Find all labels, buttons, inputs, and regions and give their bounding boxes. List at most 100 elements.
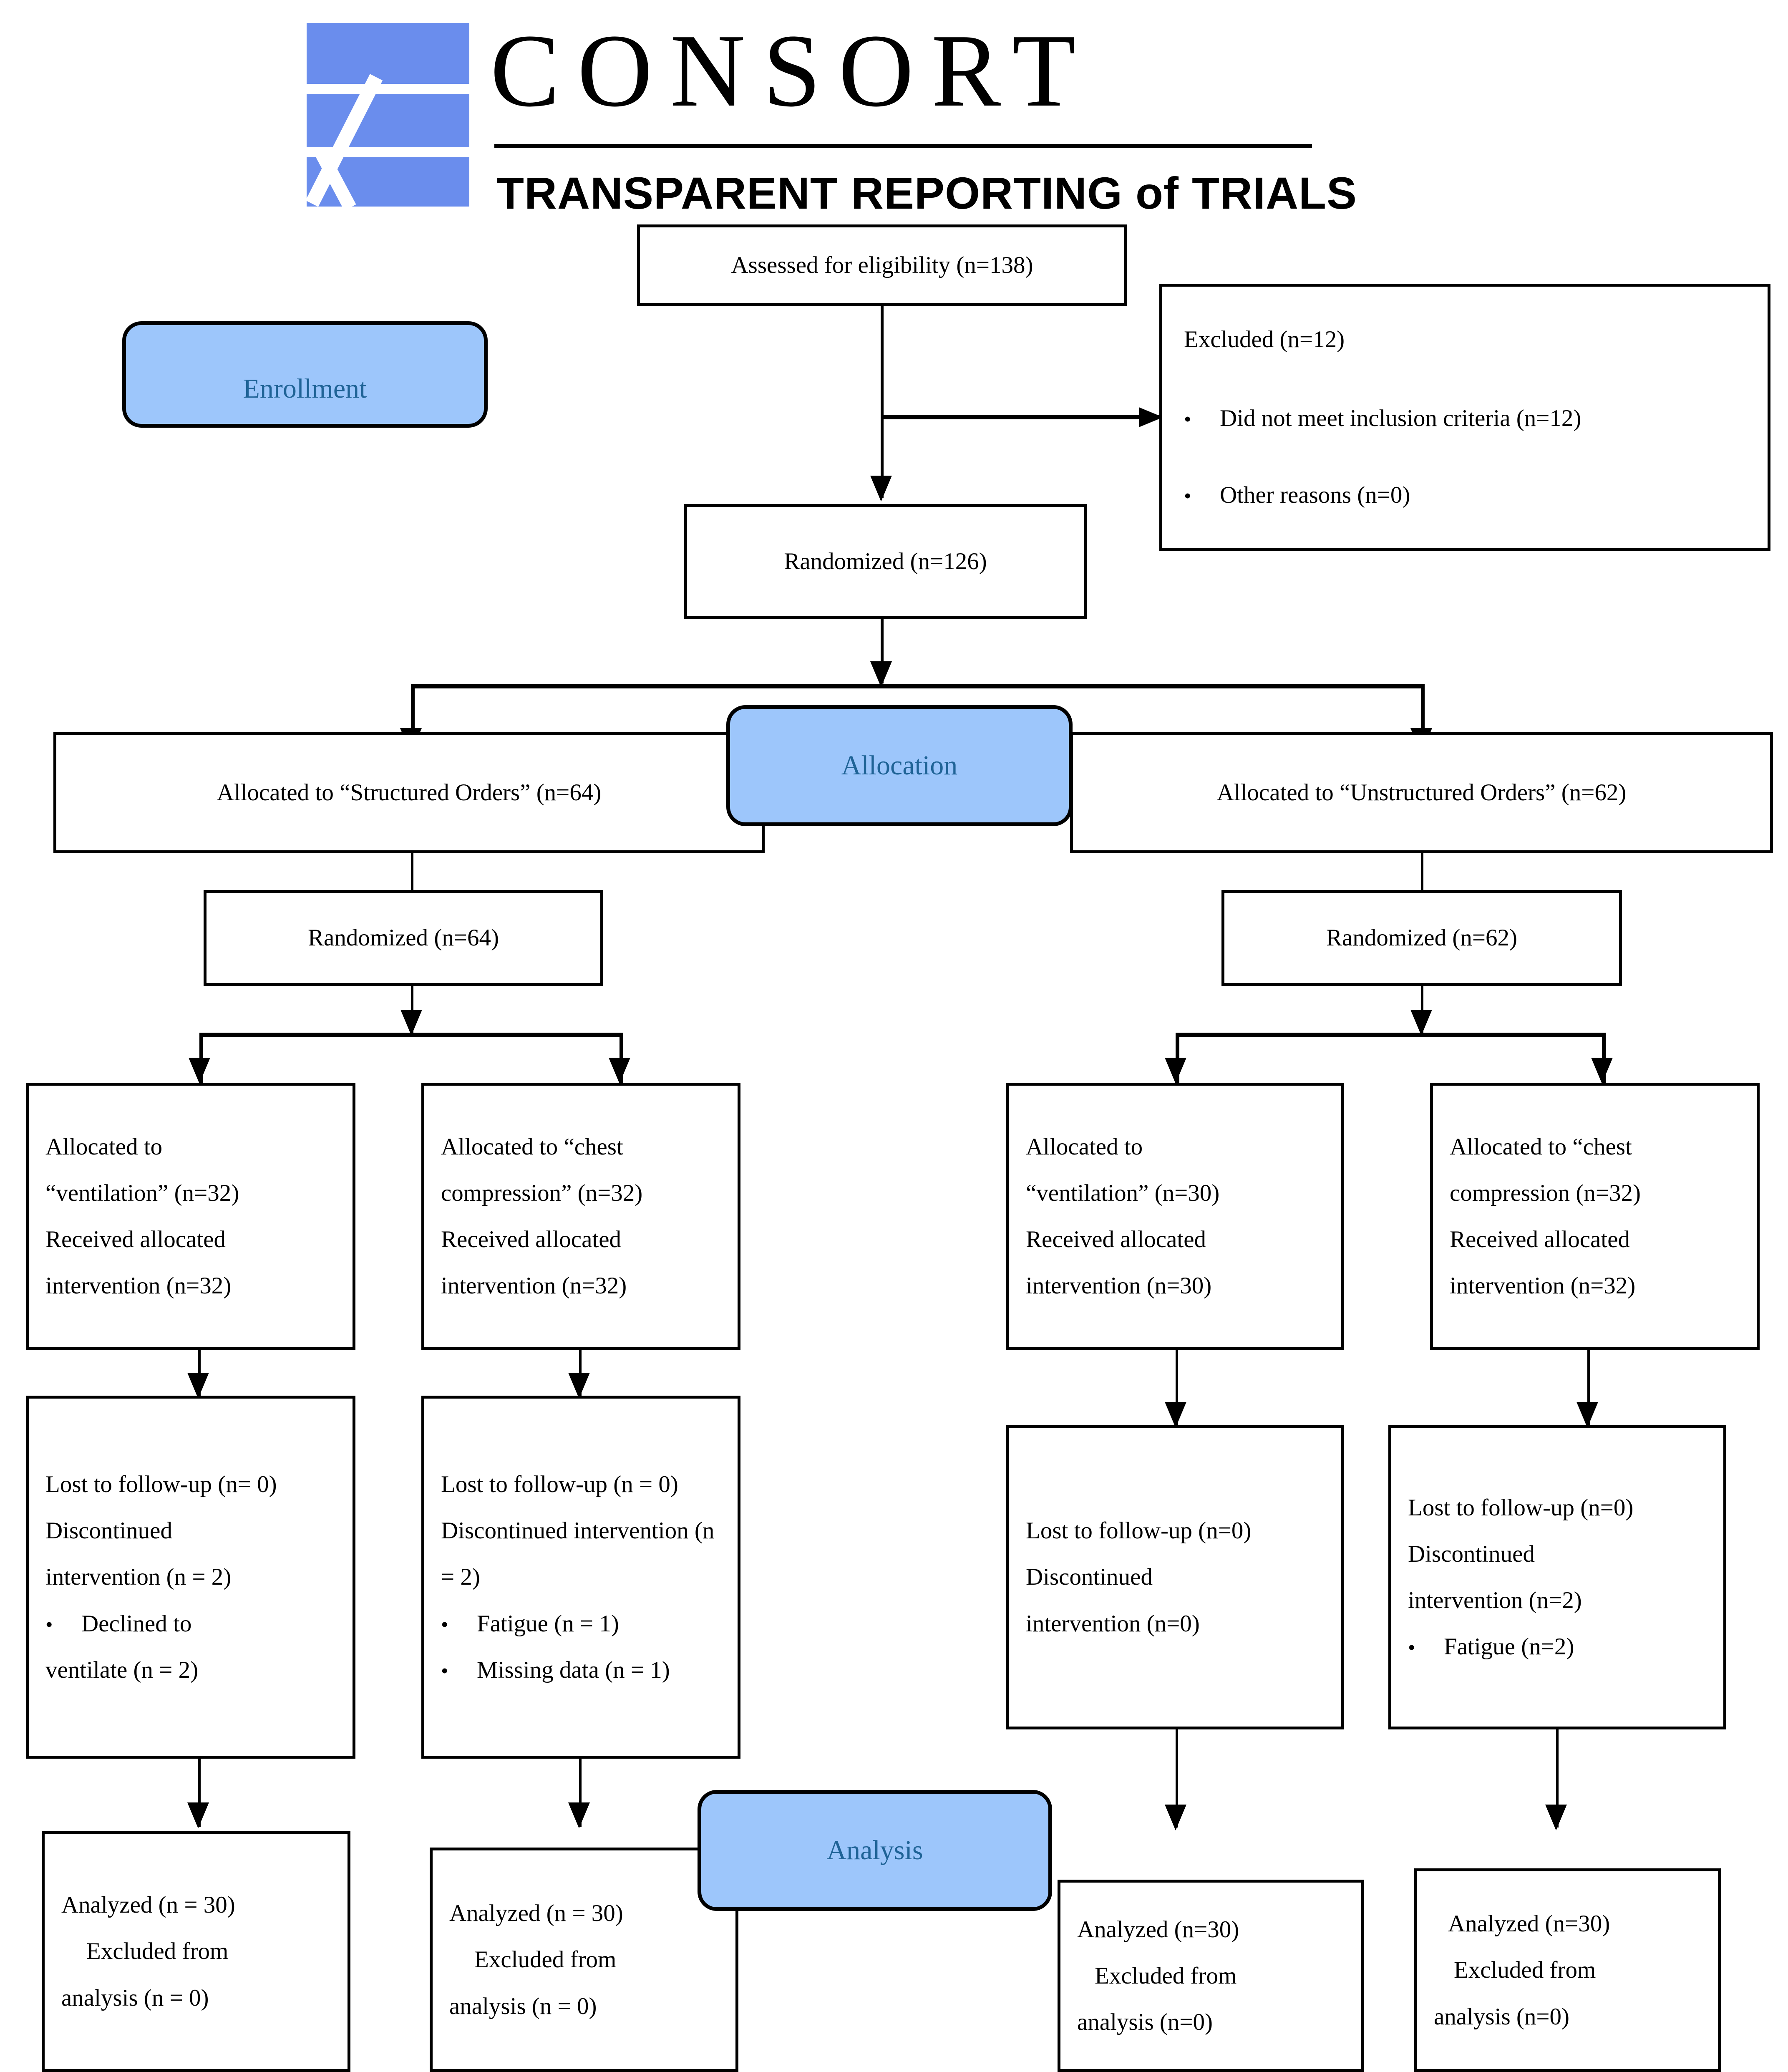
arrow-int-d-to-follow-d	[1576, 1402, 1598, 1428]
box-analysis-b: Analyzed (n = 30) Excluded from analysis…	[430, 1848, 738, 2072]
follow-a-bullet-1-text: Declined to	[81, 1610, 192, 1637]
arrow-to-int-a	[189, 1058, 210, 1084]
follow-a-bullet-1: • Declined to	[45, 1601, 336, 1647]
follow-d-line2: Discontinued	[1408, 1540, 1535, 1567]
follow-c-line2: Discontinued	[1026, 1564, 1153, 1591]
bullet-glyph-icon: •	[1184, 484, 1191, 507]
box-randomized-total: Randomized (n=126)	[684, 504, 1087, 619]
int-c-line3: Received allocated	[1026, 1226, 1206, 1253]
connector-assessed-to-excluded	[881, 415, 1160, 419]
allocated-structured-label: Allocated to “Structured Orders” (n=64)	[217, 779, 602, 806]
connector-allocation-bus-right-drop	[1421, 684, 1425, 753]
arrow-randomized-down	[870, 661, 892, 687]
arrow-int-c-to-follow-c	[1165, 1402, 1186, 1428]
follow-a-bullet-1-cont: ventilate (n = 2)	[45, 1656, 199, 1683]
arrow-assessed-to-randomized	[870, 476, 892, 502]
analysis-b-line3: analysis (n = 0)	[449, 1993, 597, 2019]
box-followup-c: Lost to follow-up (n=0) Discontinued int…	[1006, 1425, 1344, 1729]
follow-a-line2: Discontinued	[45, 1517, 172, 1544]
follow-b-line3: = 2)	[441, 1564, 480, 1591]
follow-d-bullet-1-text: Fatigue (n=2)	[1444, 1633, 1574, 1660]
int-d-line2: compression (n=32)	[1450, 1180, 1641, 1206]
arrow-rand-right-down	[1410, 1010, 1432, 1036]
connector-follow-b-to-analysis-b	[579, 1758, 582, 1827]
follow-c-line1: Lost to follow-up (n=0)	[1026, 1517, 1252, 1544]
analysis-d-line2: Excluded from	[1454, 1957, 1596, 1984]
arrow-rand-left-down	[400, 1010, 422, 1036]
connector-right-intervention-bus	[1176, 1033, 1605, 1037]
connector-assessed-to-randomized	[881, 306, 884, 498]
randomized-right-label: Randomized (n=62)	[1326, 925, 1517, 951]
box-randomized-right: Randomized (n=62)	[1221, 890, 1622, 986]
box-excluded: Excluded (n=12) • Did not meet inclusion…	[1159, 284, 1770, 551]
box-followup-a: Lost to follow-up (n= 0) Discontinued in…	[26, 1396, 355, 1759]
randomized-total-label: Randomized (n=126)	[784, 548, 987, 575]
connector-allocation-bus	[411, 684, 1425, 688]
stage-pill-analysis: Analysis	[698, 1790, 1052, 1911]
excluded-title: Excluded (n=12)	[1184, 326, 1345, 353]
analysis-a-line2: Excluded from	[86, 1938, 229, 1965]
int-c-line4: intervention (n=30)	[1026, 1273, 1212, 1299]
analysis-a-line3: analysis (n = 0)	[61, 1984, 209, 2011]
arrow-follow-d-to-analysis-d	[1545, 1805, 1567, 1830]
analysis-d-line1: Analyzed (n=30)	[1448, 1911, 1610, 1937]
box-assessed-for-eligibility: Assessed for eligibility (n=138)	[637, 224, 1127, 306]
follow-b-bullet-1: • Fatigue (n = 1)	[441, 1601, 721, 1647]
int-a-line1: Allocated to	[45, 1133, 163, 1160]
consort-logo: CONSORT TRANSPARENT REPORTING of TRIALS	[305, 13, 1358, 218]
box-analysis-d: Analyzed (n=30) Excluded from analysis (…	[1414, 1868, 1721, 2072]
follow-b-line2: Discontinued intervention (n	[441, 1517, 715, 1544]
connector-randomized-down	[881, 619, 884, 683]
follow-d-bullet-1: • Fatigue (n=2)	[1408, 1623, 1707, 1670]
connector-alloc-left-to-rand	[411, 853, 413, 891]
int-d-line1: Allocated to “chest	[1450, 1133, 1632, 1160]
arrow-to-int-c	[1165, 1058, 1186, 1084]
int-d-line4: intervention (n=32)	[1450, 1273, 1636, 1299]
follow-b-bullet-1-text: Fatigue (n = 1)	[477, 1610, 619, 1637]
box-intervention-d: Allocated to “chest compression (n=32) R…	[1430, 1083, 1760, 1350]
box-allocated-unstructured: Allocated to “Unstructured Orders” (n=62…	[1070, 732, 1773, 853]
connector-alloc-right-to-rand	[1421, 853, 1423, 891]
int-a-line3: Received allocated	[45, 1226, 226, 1253]
arrow-int-b-to-follow-b	[568, 1373, 590, 1399]
connector-follow-c-to-analysis-c	[1176, 1729, 1178, 1827]
int-b-line1: Allocated to “chest	[441, 1133, 623, 1160]
arrow-follow-c-to-analysis-c	[1165, 1805, 1186, 1830]
connector-int-c-to-follow-c	[1176, 1350, 1178, 1425]
connector-allocation-bus-left-drop	[411, 684, 415, 753]
connector-left-intervention-bus	[199, 1033, 623, 1037]
follow-a-line1: Lost to follow-up (n= 0)	[45, 1471, 277, 1498]
excluded-bullet-2-text: Other reasons (n=0)	[1220, 481, 1410, 508]
connector-follow-d-to-analysis-d	[1556, 1729, 1559, 1827]
arrow-to-int-d	[1591, 1058, 1613, 1084]
box-intervention-a: Allocated to “ventilation” (n=32) Receiv…	[26, 1083, 355, 1350]
excluded-bullet-2: • Other reasons (n=0)	[1184, 472, 1746, 518]
follow-b-line1: Lost to follow-up (n = 0)	[441, 1471, 678, 1498]
analysis-b-line1: Analyzed (n = 30)	[449, 1900, 623, 1927]
follow-b-bullet-2: • Missing data (n = 1)	[441, 1647, 721, 1693]
stage-label-allocation: Allocation	[841, 750, 958, 781]
int-c-line2: “ventilation” (n=30)	[1026, 1180, 1220, 1206]
assessed-label: Assessed for eligibility (n=138)	[731, 252, 1033, 278]
follow-d-line3: intervention (n=2)	[1408, 1587, 1582, 1613]
box-randomized-left: Randomized (n=64)	[204, 890, 603, 986]
arrow-assessed-to-excluded	[1139, 407, 1163, 427]
arrow-follow-a-to-analysis-a	[187, 1802, 209, 1828]
logo-wordmark: CONSORT	[490, 13, 1093, 129]
follow-a-line3: intervention (n = 2)	[45, 1564, 232, 1591]
excluded-bullet-1: • Did not meet inclusion criteria (n=12)	[1184, 395, 1746, 441]
arrow-to-int-b	[609, 1058, 630, 1084]
stage-pill-enrollment: Enrollment	[122, 321, 488, 428]
box-analysis-c: Analyzed (n=30) Excluded from analysis (…	[1058, 1880, 1364, 2072]
int-a-line2: “ventilation” (n=32)	[45, 1180, 239, 1206]
int-d-line3: Received allocated	[1450, 1226, 1630, 1253]
bullet-glyph-icon: •	[45, 1612, 53, 1636]
int-a-line4: intervention (n=32)	[45, 1273, 232, 1299]
stage-label-analysis: Analysis	[826, 1835, 923, 1865]
analysis-c-line3: analysis (n=0)	[1077, 2009, 1213, 2036]
stage-label-enrollment: Enrollment	[243, 373, 367, 404]
arrow-follow-b-to-analysis-b	[568, 1802, 590, 1828]
stage-pill-allocation: Allocation	[726, 705, 1073, 826]
connector-follow-a-to-analysis-a	[198, 1758, 201, 1827]
box-intervention-b: Allocated to “chest compression” (n=32) …	[421, 1083, 740, 1350]
